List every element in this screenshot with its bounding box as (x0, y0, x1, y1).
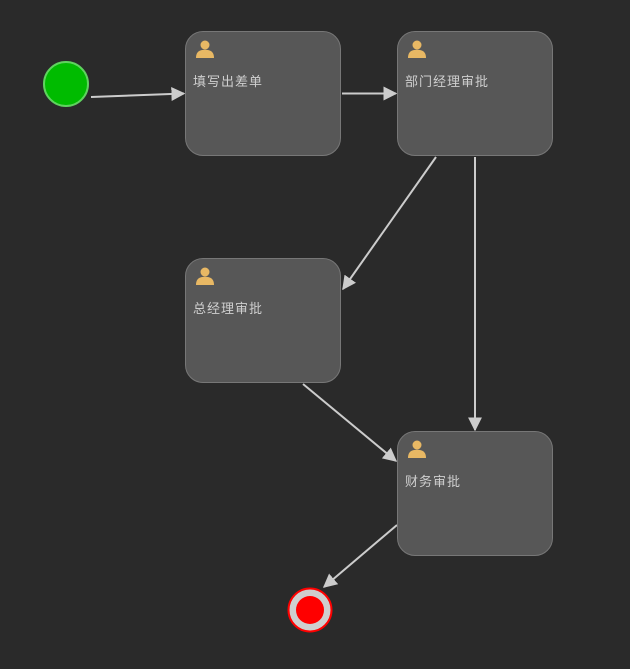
flow-general-manager-to-finance[interactable] (302, 383, 398, 462)
task-general-manager-approval[interactable]: 总经理审批 (185, 258, 341, 383)
flow-finance-to-end[interactable] (322, 524, 398, 588)
flow-dept-manager-to-general-manager[interactable] (342, 156, 437, 291)
user-icon (408, 440, 426, 458)
task-label: 财务审批 (405, 475, 462, 490)
task-label: 总经理审批 (193, 302, 264, 317)
user-icon (408, 40, 426, 58)
start-event[interactable] (42, 60, 90, 108)
task-finance-approval[interactable]: 财务审批 (397, 431, 553, 556)
user-icon (196, 267, 214, 285)
end-event[interactable] (286, 586, 334, 634)
task-label: 填写出差单 (193, 75, 264, 90)
flow-start-to-fill-form[interactable] (90, 86, 186, 101)
task-fill-travel-form[interactable]: 填写出差单 (185, 31, 341, 156)
user-icon (196, 40, 214, 58)
task-label: 部门经理审批 (405, 75, 490, 90)
task-dept-manager-approval[interactable]: 部门经理审批 (397, 31, 553, 156)
